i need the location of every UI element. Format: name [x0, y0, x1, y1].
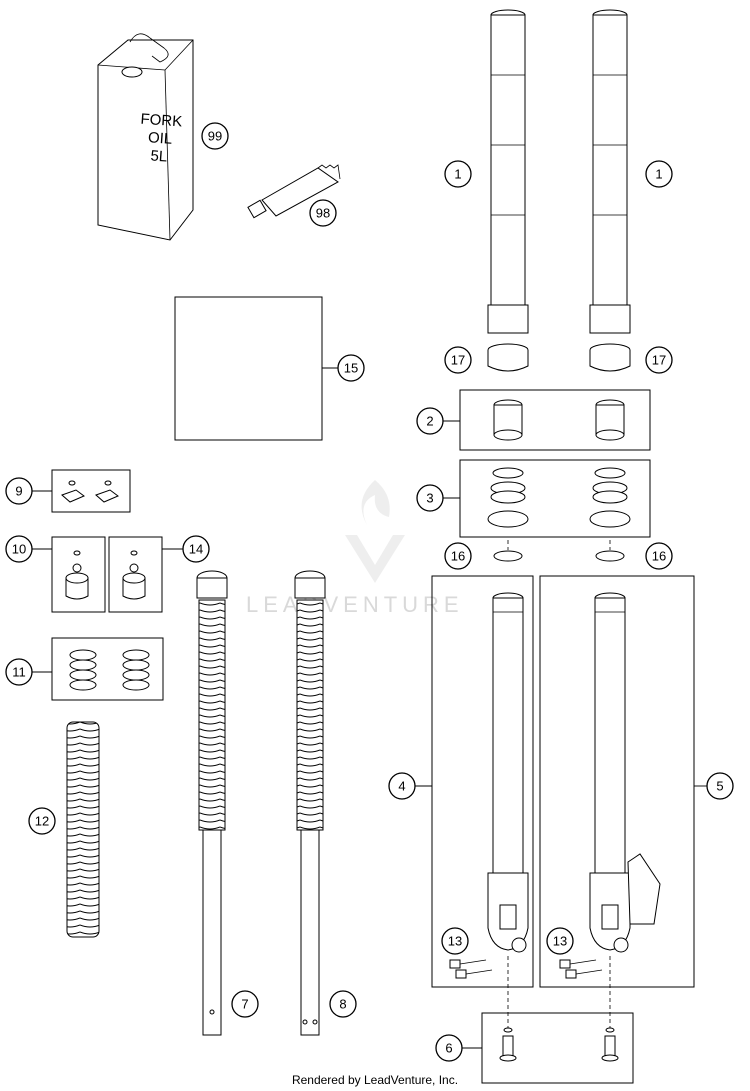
- part-4-box: [431, 575, 534, 988]
- callout-4: 4: [388, 772, 416, 800]
- cartridge-7: [196, 570, 228, 1036]
- svg-text:5: 5: [716, 779, 723, 794]
- svg-text:17: 17: [451, 353, 465, 368]
- callout-16-left: 16: [444, 542, 472, 570]
- callout-8: 8: [329, 990, 357, 1018]
- o-rings-11: [69, 649, 150, 691]
- guide-ring-17-right: [589, 343, 631, 372]
- bushing-2-right: [595, 399, 625, 441]
- bolt-6-right: [601, 1027, 619, 1062]
- part-5-box: [539, 575, 695, 988]
- svg-text:99: 99: [208, 129, 222, 144]
- svg-text:10: 10: [12, 542, 26, 557]
- svg-text:14: 14: [189, 542, 203, 557]
- fork-spring-12: [66, 721, 100, 938]
- fork-cap-14: [122, 550, 146, 600]
- outer-tube-4: [487, 592, 529, 953]
- footer-credit: Rendered by LeadVenture, Inc.: [291, 1073, 459, 1087]
- svg-text:16: 16: [652, 549, 666, 564]
- bolts-13-right: [559, 959, 603, 979]
- upper-fork-tube-right: [589, 9, 631, 334]
- seal-kit-3-right: [589, 467, 631, 528]
- callout-5: 5: [706, 772, 734, 800]
- callout-2: 2: [416, 407, 444, 435]
- part-3-box: [459, 459, 651, 538]
- part-2-box: [459, 389, 651, 451]
- svg-text:7: 7: [241, 997, 248, 1012]
- svg-text:16: 16: [451, 549, 465, 564]
- part-15-box: [174, 296, 323, 441]
- svg-text:11: 11: [12, 665, 26, 680]
- watermark-logo: [345, 480, 405, 583]
- part-9-box: [51, 469, 131, 513]
- callout-1-right: 1: [645, 160, 673, 188]
- bolts-13-left: [449, 959, 493, 979]
- grease-tube: [247, 164, 341, 219]
- seal-kit-3-left: [487, 467, 529, 528]
- svg-text:2: 2: [426, 414, 433, 429]
- callout-17-right: 17: [645, 346, 673, 374]
- svg-text:1: 1: [655, 167, 662, 182]
- callout-17-left: 17: [444, 346, 472, 374]
- callout-10: 10: [5, 535, 33, 563]
- callout-3: 3: [416, 484, 444, 512]
- svg-text:13: 13: [553, 934, 567, 949]
- callout-9: 9: [5, 477, 33, 505]
- svg-text:13: 13: [448, 934, 462, 949]
- svg-text:17: 17: [652, 353, 666, 368]
- cartridge-8: [294, 570, 326, 1036]
- guide-ring-17-left: [487, 343, 529, 372]
- callout-15: 15: [337, 354, 365, 382]
- watermark-text: LEADVENTURE: [246, 592, 464, 617]
- svg-text:4: 4: [398, 779, 405, 794]
- callout-13-right: 13: [546, 927, 574, 955]
- callout-1-left: 1: [444, 160, 472, 188]
- fork-cap-10: [65, 550, 89, 600]
- part-11-box: [51, 637, 164, 701]
- can-label-line1: FORK: [140, 111, 183, 131]
- callout-14: 14: [182, 535, 210, 563]
- outer-tube-5: [589, 592, 661, 953]
- svg-text:9: 9: [15, 484, 22, 499]
- part-14-box: [108, 536, 163, 613]
- svg-text:6: 6: [445, 1041, 452, 1056]
- upper-fork-tube-left: [487, 9, 529, 334]
- callout-6: 6: [435, 1034, 463, 1062]
- callout-11: 11: [5, 658, 33, 686]
- part-9-fasteners: [61, 480, 119, 503]
- fork-oil-can: FORK OIL 5L: [97, 33, 194, 241]
- svg-text:1: 1: [454, 167, 461, 182]
- svg-text:8: 8: [339, 997, 346, 1012]
- callout-7: 7: [231, 990, 259, 1018]
- bolt-6-left: [499, 1027, 517, 1062]
- svg-text:3: 3: [426, 491, 433, 506]
- callout-99: 99: [201, 122, 229, 150]
- svg-text:12: 12: [35, 814, 49, 829]
- assembly-lines: [507, 540, 611, 1028]
- part-10-box: [51, 536, 106, 613]
- callout-13-left: 13: [441, 927, 469, 955]
- callout-98: 98: [309, 199, 337, 227]
- svg-text:98: 98: [316, 206, 330, 221]
- svg-text:15: 15: [344, 361, 358, 376]
- o-ring-16-right: [595, 550, 625, 562]
- can-label-line2: OIL: [147, 129, 172, 148]
- o-ring-16-left: [493, 550, 523, 562]
- can-label-line3: 5L: [150, 147, 168, 165]
- callout-16-right: 16: [645, 542, 673, 570]
- callout-12: 12: [28, 807, 56, 835]
- bushing-2-left: [493, 399, 523, 441]
